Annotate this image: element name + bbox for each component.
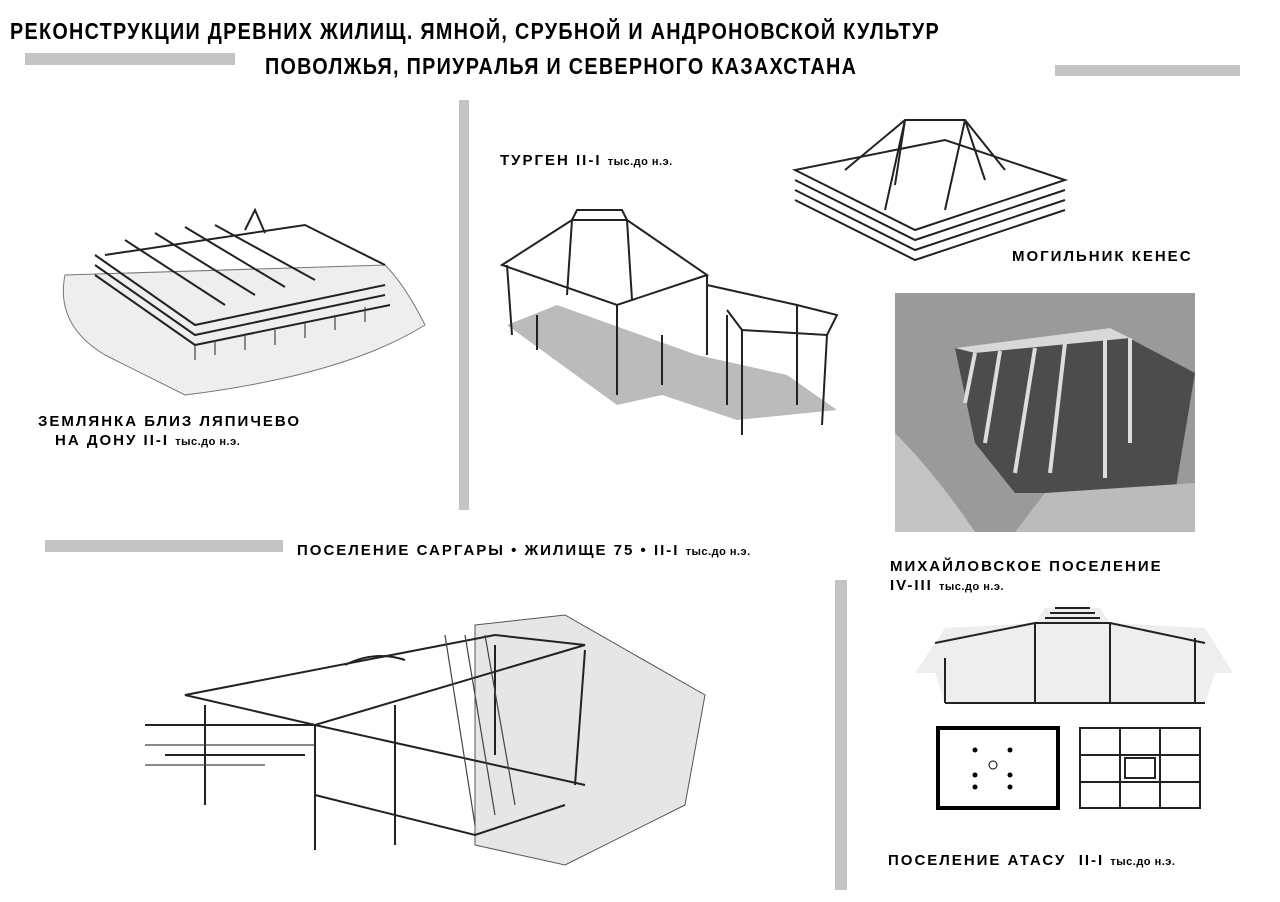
turgen-caption: ТУРГЕН II-I тыс.до н.э.: [500, 152, 673, 169]
decorative-bar: [45, 540, 283, 552]
kenes-log-structure-illustration: [785, 100, 1080, 265]
lyapichevo-caption-line2: НА ДОНУ II-I тыс.до н.э.: [55, 432, 241, 449]
vertical-divider: [835, 580, 847, 890]
poster-title-line2: ПОВОЛЖЬЯ, ПРИУРАЛЬЯ И СЕВЕРНОГО КАЗАХСТА…: [265, 53, 858, 79]
decorative-bar: [1055, 65, 1240, 76]
sargary-caption: ПОСЕЛЕНИЕ САРГАРЫ • ЖИЛИЩЕ 75 • II-I тыс…: [297, 542, 751, 559]
poster-title-line1: РЕКОНСТРУКЦИИ ДРЕВНИХ ЖИЛИЩ. ЯМНОЙ, СРУБ…: [10, 18, 940, 44]
mikhailovskoe-caption-line1: МИХАЙЛОВСКОЕ ПОСЕЛЕНИЕ: [890, 558, 1163, 575]
decorative-bar: [25, 53, 235, 65]
atasu-section-drawing: [915, 598, 1235, 713]
lyapichevo-caption-line1: ЗЕМЛЯНКА БЛИЗ ЛЯПИЧЕВО: [38, 413, 302, 430]
mikhailovskoe-caption-line2: IV-III тыс.до н.э.: [890, 577, 1005, 594]
atasu-caption: ПОСЕЛЕНИЕ АТАСУ II-I тыс.до н.э.: [888, 852, 1176, 869]
turgen-frame-illustration: [497, 205, 847, 455]
vertical-divider: [459, 100, 469, 510]
kenes-caption: МОГИЛЬНИК КЕНЕС: [1012, 248, 1193, 265]
sargary-dwelling-illustration: [145, 605, 710, 880]
atasu-plan-drawing: [935, 725, 1205, 815]
mikhailovskoe-reconstruction-photo: [895, 293, 1195, 532]
lyapichevo-dugout-illustration: [45, 195, 435, 405]
